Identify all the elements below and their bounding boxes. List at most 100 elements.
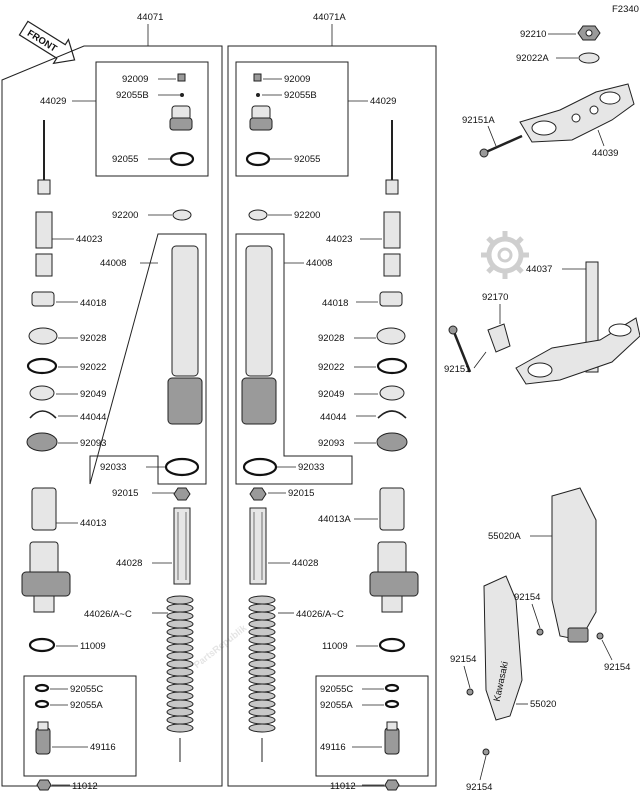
label-92151: 92151 bbox=[444, 364, 470, 375]
label-49116-right: 49116 bbox=[320, 742, 346, 753]
label-44023-left: 44023 bbox=[76, 234, 102, 245]
label-92028-left: 92028 bbox=[80, 333, 106, 344]
label-92049-left: 92049 bbox=[80, 389, 106, 400]
label-11009-left: 11009 bbox=[80, 641, 106, 652]
label-92154-a: 92154 bbox=[514, 592, 540, 603]
gear-icon bbox=[481, 231, 529, 279]
part-44013a-right bbox=[369, 487, 419, 613]
label-92200-left: 92200 bbox=[112, 210, 138, 221]
spring-coil bbox=[248, 723, 276, 733]
spring-coil bbox=[166, 683, 194, 693]
part-44029-left bbox=[169, 105, 193, 131]
label-92055c-right: 92055C bbox=[320, 684, 353, 695]
front-arrow-icon: FRONT bbox=[18, 20, 76, 65]
spring-coil bbox=[166, 715, 194, 725]
part-92170 bbox=[487, 323, 511, 353]
part-92015-left bbox=[173, 487, 191, 501]
part-44008-right bbox=[241, 245, 277, 425]
label-44044-right: 44044 bbox=[320, 412, 346, 423]
label-55020: 55020 bbox=[530, 699, 556, 710]
label-92151a: 92151A bbox=[462, 115, 495, 126]
spring-coil bbox=[166, 627, 194, 637]
part-44026-left bbox=[166, 595, 194, 733]
label-11012-right: 11012 bbox=[330, 781, 356, 792]
spring-coil bbox=[248, 595, 276, 605]
left-bottom-box bbox=[23, 675, 137, 777]
label-44028-right: 44028 bbox=[292, 558, 318, 569]
part-92210 bbox=[577, 25, 601, 41]
part-92009-left bbox=[177, 73, 186, 82]
spring-coil bbox=[166, 659, 194, 669]
label-92093-right: 92093 bbox=[318, 438, 344, 449]
spring-coil bbox=[166, 603, 194, 613]
spring-coil bbox=[248, 627, 276, 637]
part-55020: Kawasaki bbox=[483, 575, 523, 721]
watermark: PartsRepublik bbox=[192, 231, 529, 671]
spring-coil bbox=[248, 691, 276, 701]
label-92055-right: 92055 bbox=[294, 154, 320, 165]
label-92154-d: 92154 bbox=[466, 782, 492, 793]
part-92093-right bbox=[376, 432, 408, 452]
part-92200-left bbox=[172, 209, 192, 221]
label-44018-left: 44018 bbox=[80, 298, 106, 309]
label-44008-right: 44008 bbox=[306, 258, 332, 269]
part-44023-left bbox=[35, 120, 53, 277]
part-92055-right bbox=[245, 151, 271, 167]
label-44008-left: 44008 bbox=[100, 258, 126, 269]
spring-coil bbox=[248, 643, 276, 653]
label-49116-left: 49116 bbox=[90, 742, 116, 753]
part-92022-right bbox=[376, 357, 408, 375]
spring-coil bbox=[248, 707, 276, 717]
spring-coil bbox=[248, 683, 276, 693]
label-44029-right: 44029 bbox=[370, 96, 396, 107]
label-92170: 92170 bbox=[482, 292, 508, 303]
label-92033-left: 92033 bbox=[100, 462, 126, 473]
right-inner-tube-frame bbox=[235, 233, 353, 485]
label-44018-right: 44018 bbox=[322, 298, 348, 309]
spring-coil bbox=[166, 707, 194, 717]
part-11012-left bbox=[36, 779, 52, 791]
spring-coil bbox=[248, 715, 276, 725]
spring-coil bbox=[166, 675, 194, 685]
label-44013a-right: 44013A bbox=[318, 514, 351, 525]
label-44039: 44039 bbox=[592, 148, 618, 159]
spring-coil bbox=[166, 635, 194, 645]
part-11009-left bbox=[28, 637, 56, 653]
label-44026-right: 44026/A~C bbox=[296, 609, 344, 620]
label-92009-right: 92009 bbox=[284, 74, 310, 85]
spring-coil bbox=[248, 667, 276, 677]
part-92055-left bbox=[169, 151, 195, 167]
part-44028-right bbox=[249, 507, 267, 585]
part-92200-right bbox=[248, 209, 268, 221]
spring-coil bbox=[166, 723, 194, 733]
label-92033-right: 92033 bbox=[298, 462, 324, 473]
label-44028-left: 44028 bbox=[116, 558, 142, 569]
spring-coil bbox=[248, 651, 276, 661]
part-92022-left bbox=[26, 357, 58, 375]
label-92022-left: 92022 bbox=[80, 362, 106, 373]
label-44023-right: 44023 bbox=[326, 234, 352, 245]
part-92093-left bbox=[26, 432, 58, 452]
part-92015-right bbox=[249, 487, 267, 501]
label-92055b-right: 92055B bbox=[284, 90, 317, 101]
part-92154-c bbox=[466, 688, 474, 696]
left-inner-tube-frame bbox=[89, 233, 207, 485]
label-44037: 44037 bbox=[526, 264, 552, 275]
part-49116-right bbox=[384, 721, 400, 755]
part-92055a-right bbox=[384, 699, 400, 709]
spring-coil bbox=[248, 611, 276, 621]
spring-coil bbox=[248, 675, 276, 685]
label-44029-left: 44029 bbox=[40, 96, 66, 107]
label-92028-right: 92028 bbox=[318, 333, 344, 344]
label-92154-c: 92154 bbox=[450, 654, 476, 665]
part-44029-right bbox=[249, 105, 273, 131]
label-92210: 92210 bbox=[520, 29, 546, 40]
part-92009-right bbox=[253, 73, 262, 82]
label-11012-left: 11012 bbox=[72, 781, 98, 792]
part-11012-right bbox=[384, 779, 400, 791]
spring-coil bbox=[166, 691, 194, 701]
part-92028-right bbox=[376, 327, 406, 345]
right-bottom-box bbox=[315, 675, 429, 777]
part-44037 bbox=[515, 261, 640, 385]
part-92055c-right bbox=[384, 683, 400, 693]
